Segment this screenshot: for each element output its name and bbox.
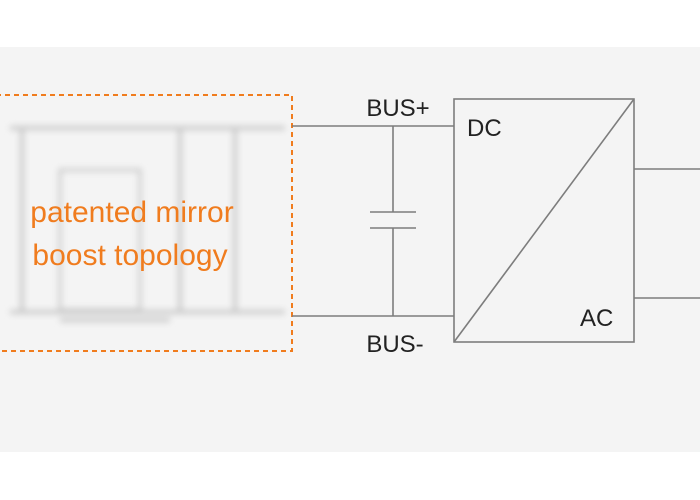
bus-negative-label: BUS- [366,331,423,358]
bus-positive-label: BUS+ [366,95,429,122]
converter-output-label: AC [580,305,613,332]
callout-dashed-box [0,94,293,352]
converter-input-label: DC [467,115,502,142]
callout-line-2: boost topology [32,239,227,272]
callout-line-1: patented mirror [30,196,233,229]
blurred-circuit-graphic [10,126,285,322]
bus-capacitor [370,126,416,316]
dc-ac-converter-block [453,98,635,343]
